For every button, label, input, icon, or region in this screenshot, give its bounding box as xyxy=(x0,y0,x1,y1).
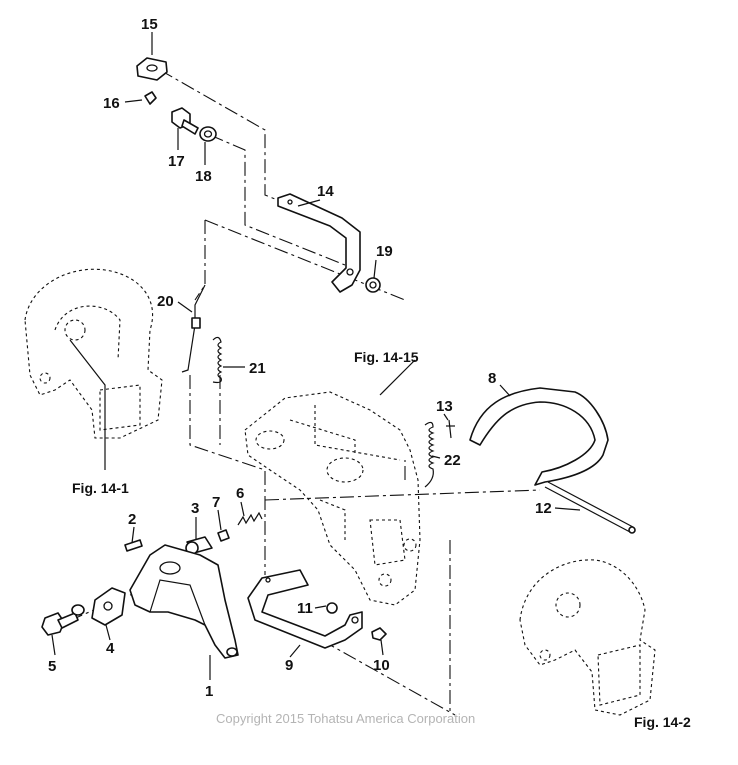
part-11-washer xyxy=(326,602,338,614)
fig-14-15-housing-outline xyxy=(244,391,421,606)
fig-14-2-bracket-outline xyxy=(519,559,656,716)
part-number-labels: 15 16 17 18 14 19 20 21 8 13 22 12 6 7 3… xyxy=(48,16,552,700)
part-15-plate xyxy=(136,57,168,81)
part-8-handle xyxy=(469,387,609,486)
part-4-plate xyxy=(91,587,126,626)
part-1-bracket xyxy=(129,544,239,659)
part-3-tube xyxy=(185,536,213,555)
part-18-washer xyxy=(199,126,217,142)
part-14-lever xyxy=(277,193,361,293)
fig-14-1-bracket-outline xyxy=(24,268,163,439)
part-10-bolt xyxy=(371,627,387,641)
part-label-18: 18 xyxy=(195,168,212,185)
copyright-watermark: Copyright 2015 Tohatsu America Corporati… xyxy=(216,711,475,726)
fig-ref-14-1: Fig. 14-1 xyxy=(72,480,129,496)
part-12-rod xyxy=(544,481,636,534)
part-label-8: 8 xyxy=(488,370,496,387)
part-label-16: 16 xyxy=(103,95,120,112)
part-16-clip xyxy=(144,91,157,105)
part-label-4: 4 xyxy=(106,640,115,657)
part-6-spring xyxy=(237,511,263,526)
part-13-pin xyxy=(446,419,455,439)
part-label-3: 3 xyxy=(191,500,199,517)
fig-ref-14-15: Fig. 14-15 xyxy=(354,349,419,365)
part-17-bolt xyxy=(171,107,199,135)
part-label-15: 15 xyxy=(141,16,158,33)
part-2-pin xyxy=(124,539,143,552)
part-9-bracket xyxy=(247,569,363,649)
part-label-5: 5 xyxy=(48,658,56,675)
part-5-bolt xyxy=(41,604,85,636)
part-label-6: 6 xyxy=(236,485,244,502)
fig-ref-14-2: Fig. 14-2 xyxy=(634,714,691,730)
part-label-13: 13 xyxy=(436,398,453,415)
part-label-20: 20 xyxy=(157,293,174,310)
part-label-2: 2 xyxy=(128,511,136,528)
figure-reference-labels: Fig. 14-1 Fig. 14-15 Fig. 14-2 xyxy=(72,349,691,730)
part-21-spring xyxy=(212,336,223,384)
part-19-washer xyxy=(365,277,381,293)
part-label-12: 12 xyxy=(535,500,552,517)
part-label-17: 17 xyxy=(168,153,185,170)
part-label-11: 11 xyxy=(297,600,313,617)
assembly-guide-lines xyxy=(59,69,541,716)
part-label-7: 7 xyxy=(212,494,220,511)
part-label-10: 10 xyxy=(373,657,390,674)
part-label-9: 9 xyxy=(285,657,293,674)
part-label-14: 14 xyxy=(317,183,334,200)
part-label-21: 21 xyxy=(249,360,266,377)
part-label-22: 22 xyxy=(444,452,461,469)
part-label-1: 1 xyxy=(205,683,213,700)
part-label-19: 19 xyxy=(376,243,393,260)
leader-lines xyxy=(51,32,581,680)
part-20-rod xyxy=(181,284,206,373)
part-22-spring xyxy=(424,421,435,488)
part-7-block xyxy=(217,529,230,542)
